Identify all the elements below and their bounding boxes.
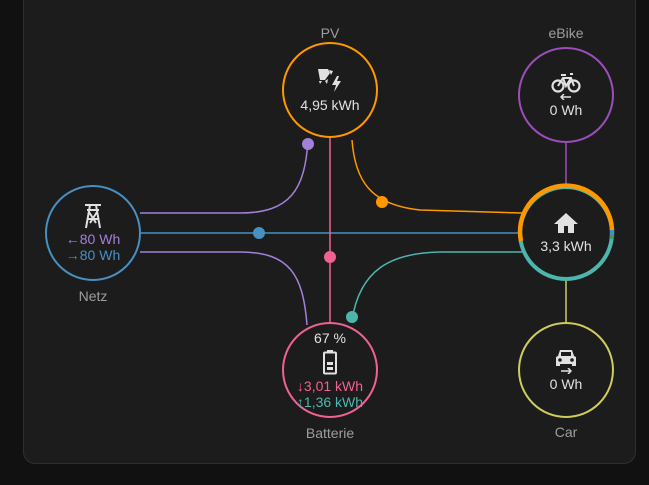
flow-battery-home: [351, 251, 522, 321]
flow-solar-home: [351, 139, 523, 214]
flow-dot-grid-home: [253, 227, 265, 239]
battery-label: Batterie: [305, 425, 355, 441]
battery-icon: [323, 350, 337, 375]
flow-dot-solar-home: [376, 196, 388, 208]
flow-solar-grid: [140, 139, 309, 214]
charge-arrow-icon: [560, 94, 571, 100]
battery-out-value: 1,36 kWh: [303, 394, 364, 410]
grid-return-arrow: →: [65, 247, 80, 263]
car-label: Car: [554, 424, 578, 440]
flow-dot-battery-home: [346, 311, 358, 323]
transmission-tower-icon: [85, 204, 101, 229]
car-value: 0 Wh: [549, 376, 583, 392]
bicycle-icon: [551, 73, 581, 93]
grid-node[interactable]: ←80 Wh →80 Wh: [45, 185, 141, 281]
flow-dot-solar-grid: [302, 138, 314, 150]
battery-in-arrow: ↓: [296, 378, 304, 394]
home-value: 3,3 kWh: [540, 238, 592, 254]
grid-return-value: 80 Wh: [79, 247, 121, 263]
charge-arrow-icon: [561, 368, 572, 374]
flow-grid-battery: [140, 251, 308, 326]
battery-soc: 67 %: [314, 330, 346, 346]
flow-dot-solar-battery: [324, 251, 336, 263]
car-icon: [556, 350, 576, 366]
grid-consumption-value: 80 Wh: [79, 231, 121, 247]
ebike-label: eBike: [548, 25, 584, 41]
battery-out-arrow: ↑: [296, 394, 304, 410]
ebike-value: 0 Wh: [549, 102, 583, 118]
solar-node[interactable]: 4,95 kWh: [282, 42, 378, 138]
ebike-node[interactable]: 0 Wh: [518, 47, 614, 143]
solar-value: 4,95 kWh: [300, 97, 360, 113]
car-node[interactable]: 0 Wh: [518, 322, 614, 418]
home-ring-solar: [517, 183, 615, 242]
grid-label: Netz: [78, 288, 108, 304]
grid-consumption-arrow: ←: [65, 231, 80, 247]
battery-node[interactable]: 67 % ↓3,01 kWh ↑1,36 kWh: [282, 322, 378, 418]
home-icon: [554, 213, 578, 233]
home-ring-grid-return: [609, 234, 615, 240]
solar-panel-icon: [318, 69, 341, 92]
battery-in-value: 3,01 kWh: [303, 378, 364, 394]
home-node[interactable]: 3,3 kWh: [518, 185, 614, 281]
solar-label: PV: [320, 25, 340, 41]
